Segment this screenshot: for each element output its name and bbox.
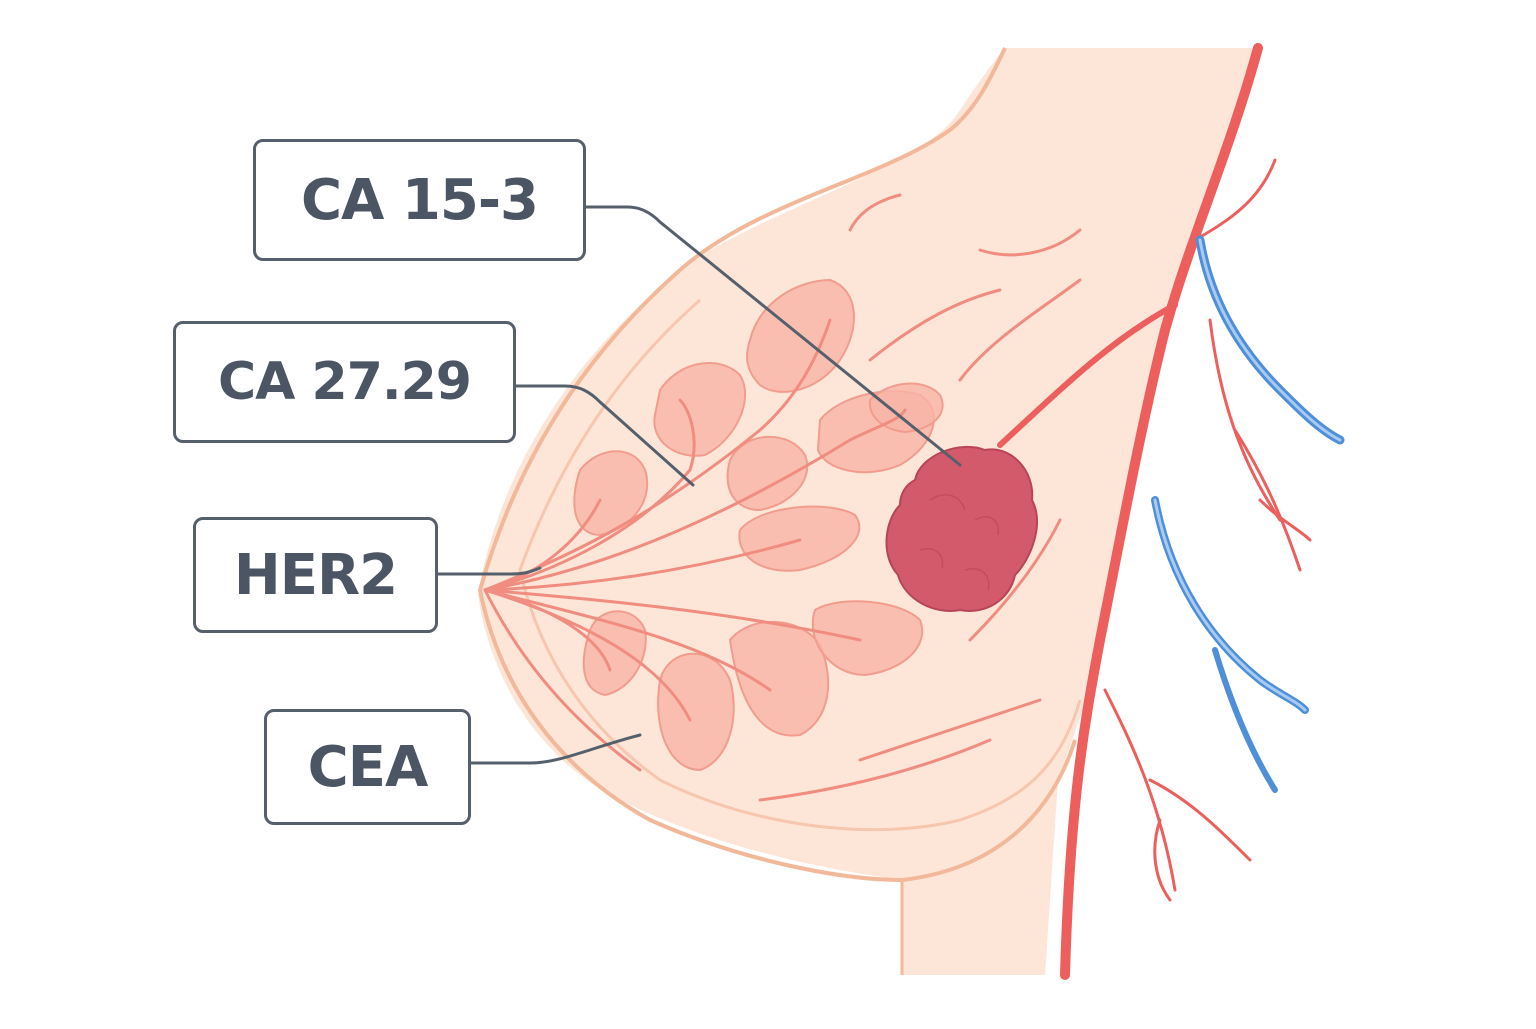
leader-lines	[436, 205, 962, 765]
vein-lower-branch	[1212, 647, 1278, 793]
leader-ca153	[584, 205, 962, 467]
tumor	[885, 445, 1038, 612]
lobule	[811, 600, 924, 677]
breast-outline	[477, 47, 1077, 883]
lobule	[657, 652, 735, 772]
leader-her2	[436, 566, 542, 576]
lobule	[726, 435, 809, 512]
marker-label-her2: HER2	[193, 517, 438, 633]
vein-lower	[1151, 496, 1309, 714]
veins	[1151, 235, 1345, 793]
marker-label-cea: CEA	[264, 709, 471, 825]
inner-breast-contour	[518, 298, 1082, 832]
leader-cea	[469, 733, 642, 765]
marker-label-ca-27-29: CA 27.29	[173, 321, 516, 443]
artery-branch-to-tumor	[997, 302, 1178, 448]
marker-label-ca-15-3: CA 15-3	[253, 139, 586, 261]
tumor-texture	[919, 494, 999, 591]
milk-ducts	[483, 193, 1082, 802]
leader-ca2729	[514, 384, 695, 487]
vein-upper	[1195, 235, 1345, 445]
artery-branches	[1103, 158, 1312, 902]
lobule	[582, 610, 647, 697]
lobule	[728, 620, 830, 737]
lobule	[653, 362, 746, 457]
main-artery	[1060, 43, 1263, 980]
